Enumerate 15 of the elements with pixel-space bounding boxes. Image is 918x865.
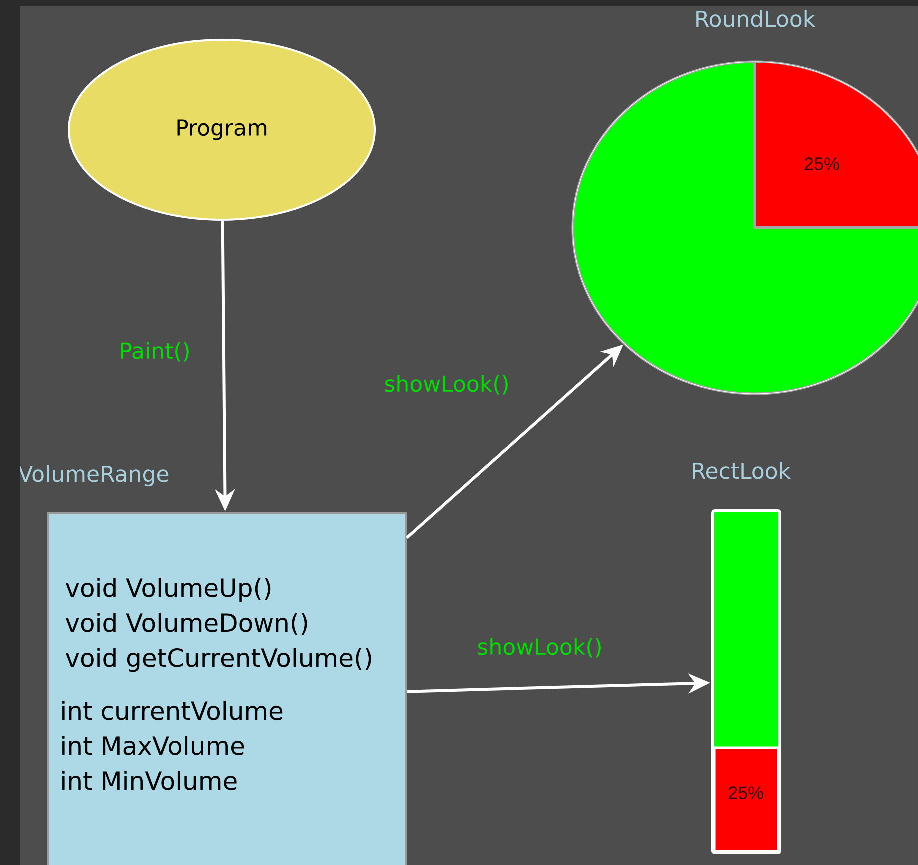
method-signature: void VolumeUp() [66,578,271,602]
edge-label: Paint() [118,341,192,363]
edge-label: showLook() [383,374,511,396]
method-signature: void VolumeDown() [66,613,308,636]
slice-label: 25% [804,158,840,170]
chart-title: RectLook [693,462,791,480]
edge-label: showLook() [476,637,604,659]
ellipse-node: Program [68,39,376,221]
method-signature: void getCurrentVolume() [66,648,372,672]
chart-title: RoundLook [696,10,816,28]
field-declaration: int MaxVolume [62,736,244,756]
field-declaration: int currentVolume [62,701,283,720]
bar-label: 25% [728,786,764,800]
field-declaration: int MinVolume [62,771,237,790]
class-name: VolumeRange [18,465,169,487]
